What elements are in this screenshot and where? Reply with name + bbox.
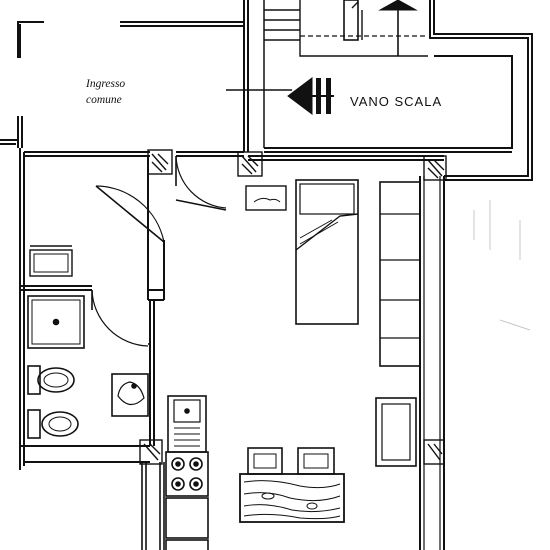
water-heater: [29, 245, 73, 277]
entrance-label-line2: comune: [86, 94, 122, 106]
bathroom-door: [91, 185, 165, 347]
shower-tray: [27, 295, 85, 349]
entrance-door: [175, 155, 227, 211]
dining-table: [239, 473, 345, 523]
kitchen-counter: [165, 497, 209, 550]
stairwell-label: VANO SCALA: [350, 94, 443, 109]
structural-pillars: [139, 149, 447, 465]
cooktop: [165, 451, 209, 497]
stair-well: [243, 0, 533, 181]
washbasin: [111, 373, 149, 417]
apartment-walls: [19, 148, 445, 550]
single-bed: [295, 179, 359, 325]
wardrobe: [379, 181, 421, 367]
entrance-label: Ingresso comune: [86, 76, 125, 108]
toilet: [27, 409, 79, 439]
dining-chairs: [247, 447, 335, 475]
kitchen-sink: [167, 395, 207, 453]
armchair: [375, 397, 417, 467]
faint-notes: [473, 200, 531, 331]
small-cabinet: [245, 185, 287, 211]
bidet: [27, 365, 75, 395]
entrance-label-line1: Ingresso: [86, 78, 126, 90]
entrance-walls: [0, 21, 292, 148]
stair-arrow-icon: [287, 77, 334, 115]
